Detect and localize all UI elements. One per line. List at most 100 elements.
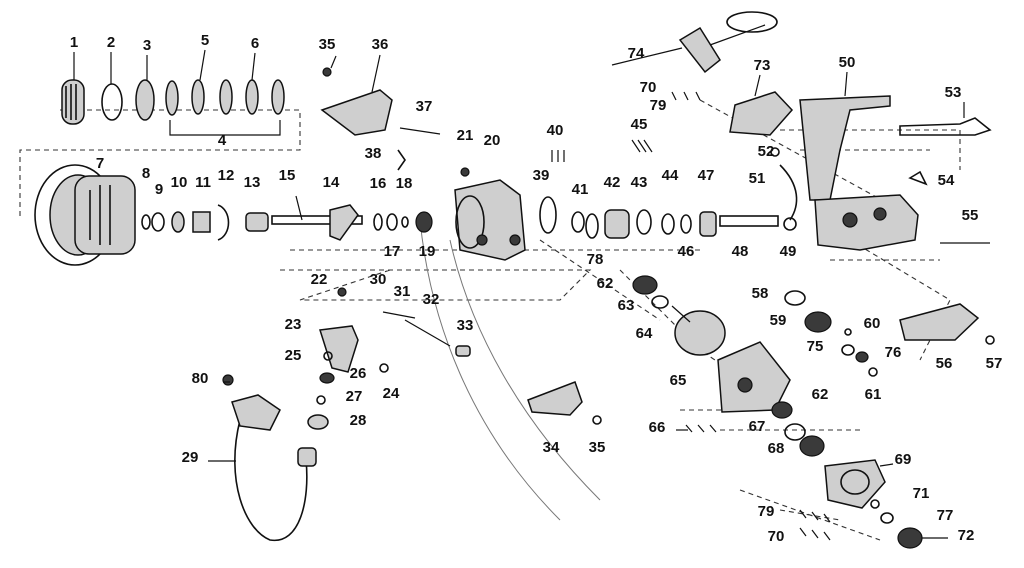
callout-label-9: 9 bbox=[155, 181, 163, 198]
drag-washers bbox=[165, 79, 285, 136]
callout-label-71: 71 bbox=[913, 485, 930, 502]
callout-label-2: 2 bbox=[107, 34, 115, 51]
callout-label-37: 37 bbox=[416, 98, 433, 115]
part-1-drag-knob bbox=[61, 79, 85, 125]
callout-label-3: 3 bbox=[143, 37, 151, 54]
part-51 bbox=[779, 164, 798, 221]
callout-label-78: 78 bbox=[587, 251, 604, 268]
part-36-arm-cover bbox=[320, 89, 393, 136]
part-72 bbox=[897, 527, 923, 549]
part-40 bbox=[551, 150, 565, 162]
part-62-lower bbox=[771, 401, 793, 419]
callout-label-58: 58 bbox=[752, 285, 769, 302]
part-73-cover bbox=[729, 91, 794, 136]
part-79-lower bbox=[799, 509, 831, 523]
part-37 bbox=[399, 127, 441, 135]
callout-label-17: 17 bbox=[384, 243, 401, 260]
callout-label-76: 76 bbox=[885, 344, 902, 361]
callout-label-35: 35 bbox=[589, 439, 606, 456]
callout-label-48: 48 bbox=[732, 243, 749, 260]
callout-label-60: 60 bbox=[864, 315, 881, 332]
callout-label-34: 34 bbox=[543, 439, 560, 456]
callout-label-68: 68 bbox=[768, 440, 785, 457]
callout-label-61: 61 bbox=[865, 386, 882, 403]
callout-label-64: 64 bbox=[636, 325, 653, 342]
callout-label-38: 38 bbox=[365, 145, 382, 162]
callout-label-51: 51 bbox=[749, 170, 766, 187]
part-67 bbox=[784, 423, 806, 441]
part-47 bbox=[699, 211, 717, 237]
part-25 bbox=[323, 351, 333, 361]
part-7-spool bbox=[34, 164, 136, 266]
callout-label-27: 27 bbox=[346, 388, 363, 405]
callout-label-66: 66 bbox=[649, 419, 666, 436]
callout-label-67: 67 bbox=[749, 418, 766, 435]
callout-label-39: 39 bbox=[533, 167, 550, 184]
part-35-screw bbox=[322, 67, 332, 77]
callout-label-79: 79 bbox=[650, 97, 667, 114]
callout-label-1: 1 bbox=[70, 34, 78, 51]
part-77 bbox=[880, 512, 894, 524]
part-21 bbox=[460, 167, 470, 177]
callout-label-55: 55 bbox=[962, 207, 979, 224]
callout-label-29: 29 bbox=[182, 449, 199, 466]
part-38 bbox=[397, 149, 406, 171]
callout-label-41: 41 bbox=[572, 181, 589, 198]
callout-label-49: 49 bbox=[780, 243, 797, 260]
part-44 bbox=[661, 213, 675, 235]
part-65-gearbox bbox=[717, 341, 791, 413]
callout-label-26: 26 bbox=[350, 365, 367, 382]
callout-label-23: 23 bbox=[285, 316, 302, 333]
callout-label-13: 13 bbox=[244, 174, 261, 191]
part-8 bbox=[141, 214, 151, 230]
part-13 bbox=[245, 212, 269, 232]
part-58 bbox=[784, 290, 806, 306]
part-42 bbox=[604, 209, 630, 239]
part-41 bbox=[571, 211, 585, 233]
part-18 bbox=[401, 216, 409, 228]
part-27 bbox=[316, 395, 326, 405]
part-14-main-shaft bbox=[271, 204, 363, 241]
part-54 bbox=[908, 170, 928, 186]
callout-label-52: 52 bbox=[758, 143, 775, 160]
callout-label-57: 57 bbox=[986, 355, 1003, 372]
callout-label-31: 31 bbox=[394, 283, 411, 300]
callout-label-50: 50 bbox=[839, 54, 856, 71]
callout-label-43: 43 bbox=[631, 174, 648, 191]
part-11 bbox=[192, 211, 211, 233]
callout-label-44: 44 bbox=[662, 167, 679, 184]
callout-label-59: 59 bbox=[770, 312, 787, 329]
part-29-bail bbox=[231, 394, 317, 541]
callout-label-22: 22 bbox=[311, 271, 328, 288]
callout-label-24: 24 bbox=[383, 385, 400, 402]
callout-label-7: 7 bbox=[96, 155, 104, 172]
callout-label-21: 21 bbox=[457, 127, 474, 144]
callout-label-42: 42 bbox=[604, 174, 621, 191]
callout-label-62: 62 bbox=[812, 386, 829, 403]
part-64-drive-gear bbox=[671, 305, 726, 356]
callout-label-6: 6 bbox=[251, 35, 259, 52]
part-35-lower bbox=[592, 415, 602, 425]
part-56 bbox=[899, 303, 980, 341]
callout-label-8: 8 bbox=[142, 165, 150, 182]
callout-label-45: 45 bbox=[631, 116, 648, 133]
part-9 bbox=[151, 212, 165, 232]
part-46 bbox=[680, 214, 692, 234]
parts bbox=[34, 11, 995, 549]
part-22 bbox=[337, 287, 347, 297]
part-33 bbox=[455, 345, 471, 357]
part-62 bbox=[632, 275, 658, 295]
part-20-rotor bbox=[454, 179, 526, 261]
callout-label-62: 62 bbox=[597, 275, 614, 292]
part-43 bbox=[636, 209, 652, 235]
part-45 bbox=[631, 139, 653, 153]
part-12 bbox=[217, 204, 230, 241]
callout-label-36: 36 bbox=[372, 36, 389, 53]
callout-label-20: 20 bbox=[484, 132, 501, 149]
callout-label-12: 12 bbox=[218, 167, 235, 184]
callout-label-5: 5 bbox=[201, 32, 209, 49]
callout-label-70: 70 bbox=[768, 528, 785, 545]
callout-label-10: 10 bbox=[171, 174, 188, 191]
